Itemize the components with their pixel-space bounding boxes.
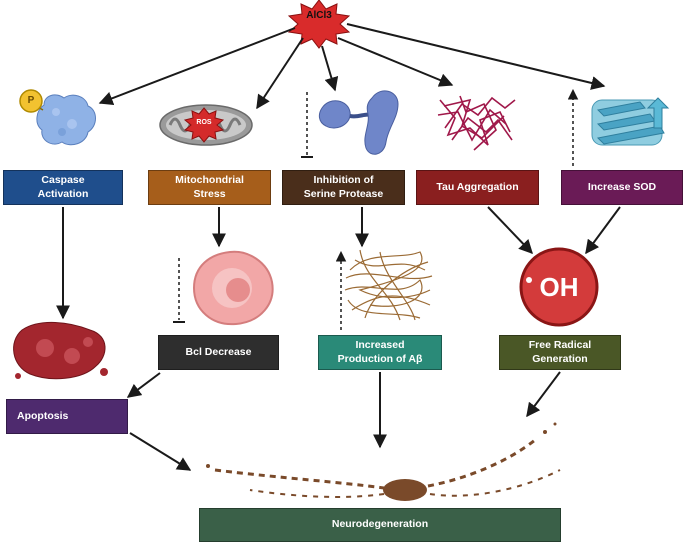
free-radical-box: Free Radical Generation [499, 335, 621, 370]
flow-arrows [56, 206, 621, 471]
caspase-activation-box: Caspase Activation [3, 170, 123, 205]
sod-protein-icon [591, 97, 670, 146]
abeta-production-box: Increased Production of Aβ [318, 335, 442, 370]
hydroxyl-label: OH [539, 271, 579, 302]
bcl-decrease-box: Bcl Decrease [158, 335, 279, 370]
tau-aggregation-box: Tau Aggregation [416, 170, 539, 205]
hydroxyl-radical-icon [519, 247, 599, 327]
radical-dot-icon [526, 277, 532, 283]
neurodegeneration-box: Neurodegeneration [199, 508, 561, 542]
tau-tangle-icon [437, 95, 516, 151]
degenerating-neuron-icon [206, 422, 561, 501]
serine-protease-inhibition-box: Inhibition of Serine Protease [282, 170, 405, 205]
amyloid-fibril-icon [344, 249, 433, 321]
serine-protease-icon [318, 90, 399, 155]
alcl3-label: AlCl3 [306, 10, 332, 21]
ros-starburst-icon [183, 107, 225, 143]
ros-label: ROS [196, 119, 212, 126]
cell-icon [192, 250, 274, 326]
phosphate-icon [19, 89, 43, 113]
alcl3-arrows [98, 23, 606, 110]
caspase-protein-icon [19, 89, 96, 146]
phosphate-label: P [27, 95, 35, 106]
apoptosis-box: Apoptosis [6, 399, 128, 434]
mitochondrion-icon [159, 104, 253, 146]
mitochondrial-stress-box: Mitochondrial Stress [148, 170, 271, 205]
alcl3-starburst-icon [287, 0, 351, 49]
increase-sod-box: Increase SOD [561, 170, 683, 205]
apoptotic-cell-icon [13, 321, 108, 380]
